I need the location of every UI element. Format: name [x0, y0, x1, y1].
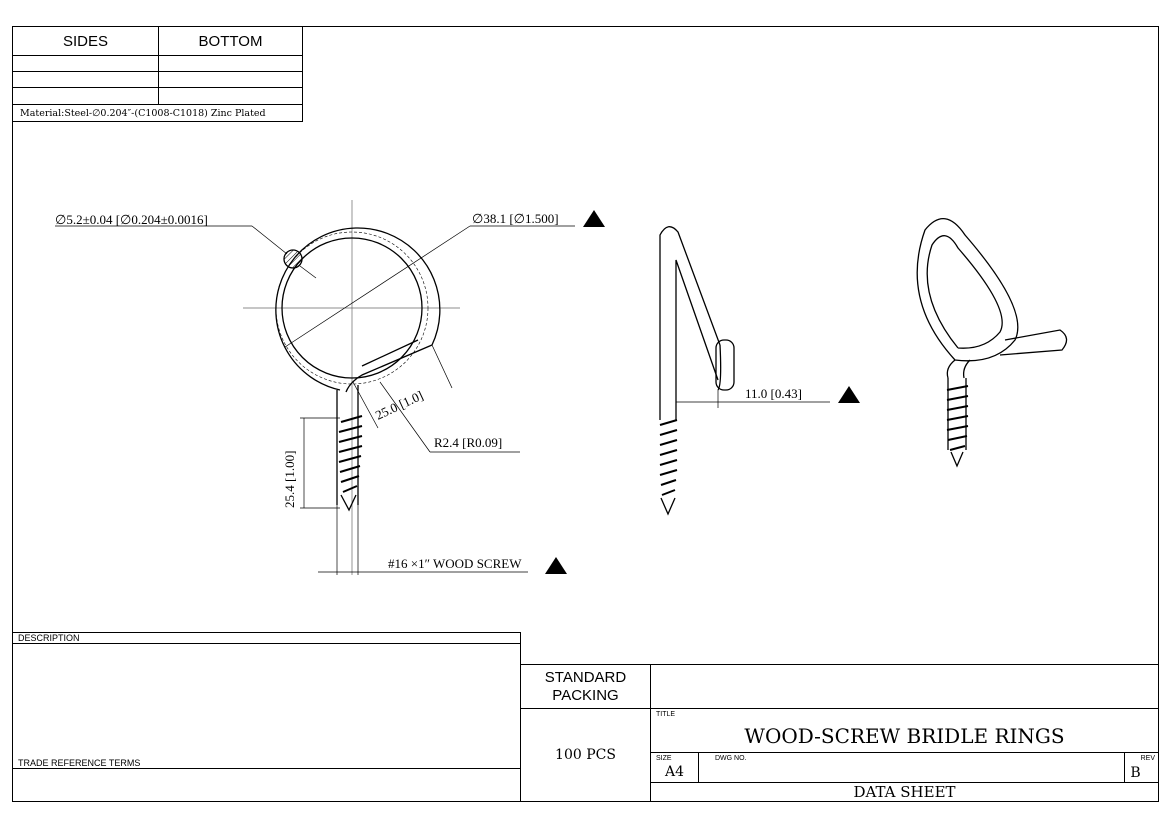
critical-triangle-icon — [545, 557, 567, 574]
dwg-no-label: DWG NO. — [715, 755, 747, 762]
screw-length-dim: 25.4 [1.00] — [282, 451, 297, 508]
material-spec: Material:Steel-∅0.204″-(C1008-C1018) Zin… — [12, 104, 303, 122]
rev-value: B — [1130, 764, 1141, 781]
wire-section — [283, 249, 303, 269]
drawing-title: WOOD-SCREW BRIDLE RINGS — [744, 723, 1065, 748]
screw-spec-dim: #16 ×1″ WOOD SCREW — [388, 556, 522, 571]
trade-terms-label: TRADE REFERENCE TERMS — [12, 758, 521, 769]
front-view: ∅5.2±0.04 [∅0.204±0.0016] ∅38.1 [∅1.500]… — [55, 200, 605, 575]
size-value: A4 — [664, 764, 685, 780]
ring-inner — [281, 237, 423, 379]
title-cell: TITLE WOOD-SCREW BRIDLE RINGS — [650, 708, 1159, 753]
blank-cell — [650, 664, 1159, 709]
description-label: DESCRIPTION — [12, 632, 521, 644]
side-offset-dim: 11.0 [0.43] — [745, 386, 802, 401]
ring-centerline — [275, 231, 429, 385]
packing-value: 100 PCS — [520, 708, 651, 802]
dwg-no-cell: DWG NO. — [698, 752, 1125, 783]
rev-label: REV — [1140, 755, 1155, 762]
isometric-view — [916, 218, 1068, 468]
size-label: SIZE — [656, 755, 672, 762]
screw-thread — [338, 415, 363, 493]
ring-outer — [275, 227, 441, 391]
critical-triangle-icon — [838, 386, 860, 403]
description-box — [12, 632, 521, 802]
wire-diameter-dim: ∅5.2±0.04 [∅0.204±0.0016] — [55, 212, 208, 227]
shank-offset-dim: 25.0 [1.0] — [373, 388, 425, 423]
critical-triangle-icon — [583, 210, 605, 227]
sheet-type: DATA SHEET — [650, 782, 1159, 802]
title-label: TITLE — [656, 711, 676, 718]
side-view: 11.0 [0.43] — [659, 226, 860, 516]
ring-diameter-dim: ∅38.1 [∅1.500] — [472, 211, 559, 226]
size-cell: SIZE A4 — [650, 752, 699, 783]
packing-label: STANDARD PACKING — [520, 664, 651, 709]
bend-radius-dim: R2.4 [R0.09] — [434, 435, 502, 450]
rev-cell: REV B — [1124, 752, 1159, 783]
